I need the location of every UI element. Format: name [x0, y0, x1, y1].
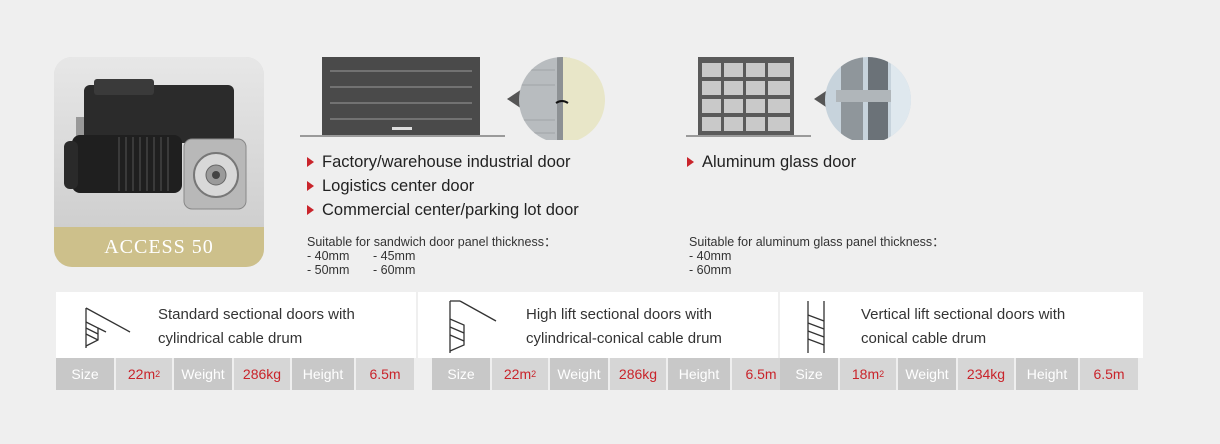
size-label: Size	[56, 358, 116, 390]
height-label: Height	[292, 358, 356, 390]
high-lift-sectional-door-icon	[449, 300, 497, 353]
door-type-line1: Standard sectional doors with	[158, 306, 355, 323]
industrial-door-list: Factory/warehouse industrial door Logist…	[307, 150, 579, 222]
door-type-line1: Vertical lift sectional doors with	[861, 306, 1066, 323]
door-type-vertical-lift: Vertical lift sectional doors with conic…	[780, 292, 1143, 358]
size-label: Size	[780, 358, 840, 390]
spec-row: - 60mm	[689, 263, 732, 277]
vertical-lift-sectional-door-icon	[807, 301, 825, 353]
list-item: Factory/warehouse industrial door	[307, 150, 579, 174]
aluminum-thickness-spec: Suitable for aluminum glass panel thickn…	[689, 235, 945, 277]
list-item: Aluminum glass door	[687, 150, 856, 174]
door-type-line2: conical cable drum	[861, 330, 987, 347]
red-triangle-bullet-icon	[307, 205, 314, 215]
weight-value: 286kg	[610, 358, 668, 390]
height-value: 6.5m	[356, 358, 416, 390]
standard-sectional-door-icon	[85, 307, 131, 348]
sandwich-thickness-spec: Suitable for sandwich door panel thickne…	[307, 235, 556, 277]
spec-row: - 40mm- 45mm	[307, 249, 416, 263]
product-card: ACCESS 50	[54, 57, 264, 267]
weight-label: Weight	[898, 358, 958, 390]
weight-label: Weight	[550, 358, 610, 390]
red-triangle-bullet-icon	[307, 181, 314, 191]
size-label: Size	[432, 358, 492, 390]
aluminum-glass-door-illustration	[686, 57, 911, 140]
aluminum-door-list: Aluminum glass door	[687, 150, 856, 174]
spec-row: - 50mm- 60mm	[307, 263, 416, 277]
red-triangle-bullet-icon	[307, 157, 314, 167]
door-type-line2: cylindrical-conical cable drum	[526, 330, 722, 347]
door-types-section: Standard sectional doors with cylindrica…	[56, 292, 1143, 392]
spec-title: Suitable for sandwich door panel thickne…	[307, 235, 557, 249]
door-type-line1: High lift sectional doors with	[526, 306, 712, 323]
spec-row: - 40mm	[689, 249, 732, 263]
list-item: Logistics center door	[307, 174, 579, 198]
product-name-band: ACCESS 50	[54, 227, 264, 267]
product-name: ACCESS 50	[104, 235, 214, 258]
sandwich-door-illustration	[300, 57, 605, 140]
door-type-standard: Standard sectional doors with cylindrica…	[56, 292, 416, 358]
red-triangle-bullet-icon	[687, 157, 694, 167]
door-type-high-lift: High lift sectional doors with cylindric…	[418, 292, 778, 358]
height-label: Height	[1016, 358, 1080, 390]
weight-label: Weight	[174, 358, 234, 390]
motor-image	[64, 79, 247, 210]
height-label: Height	[668, 358, 732, 390]
list-item: Commercial center/parking lot door	[307, 198, 579, 222]
weight-value: 234kg	[958, 358, 1016, 390]
door-type-line2: cylindrical cable drum	[158, 330, 303, 347]
product-photo	[54, 57, 264, 227]
height-value: 6.5m	[1080, 358, 1140, 390]
weight-value: 286kg	[234, 358, 292, 390]
spec-title: Suitable for aluminum glass panel thickn…	[689, 235, 945, 249]
